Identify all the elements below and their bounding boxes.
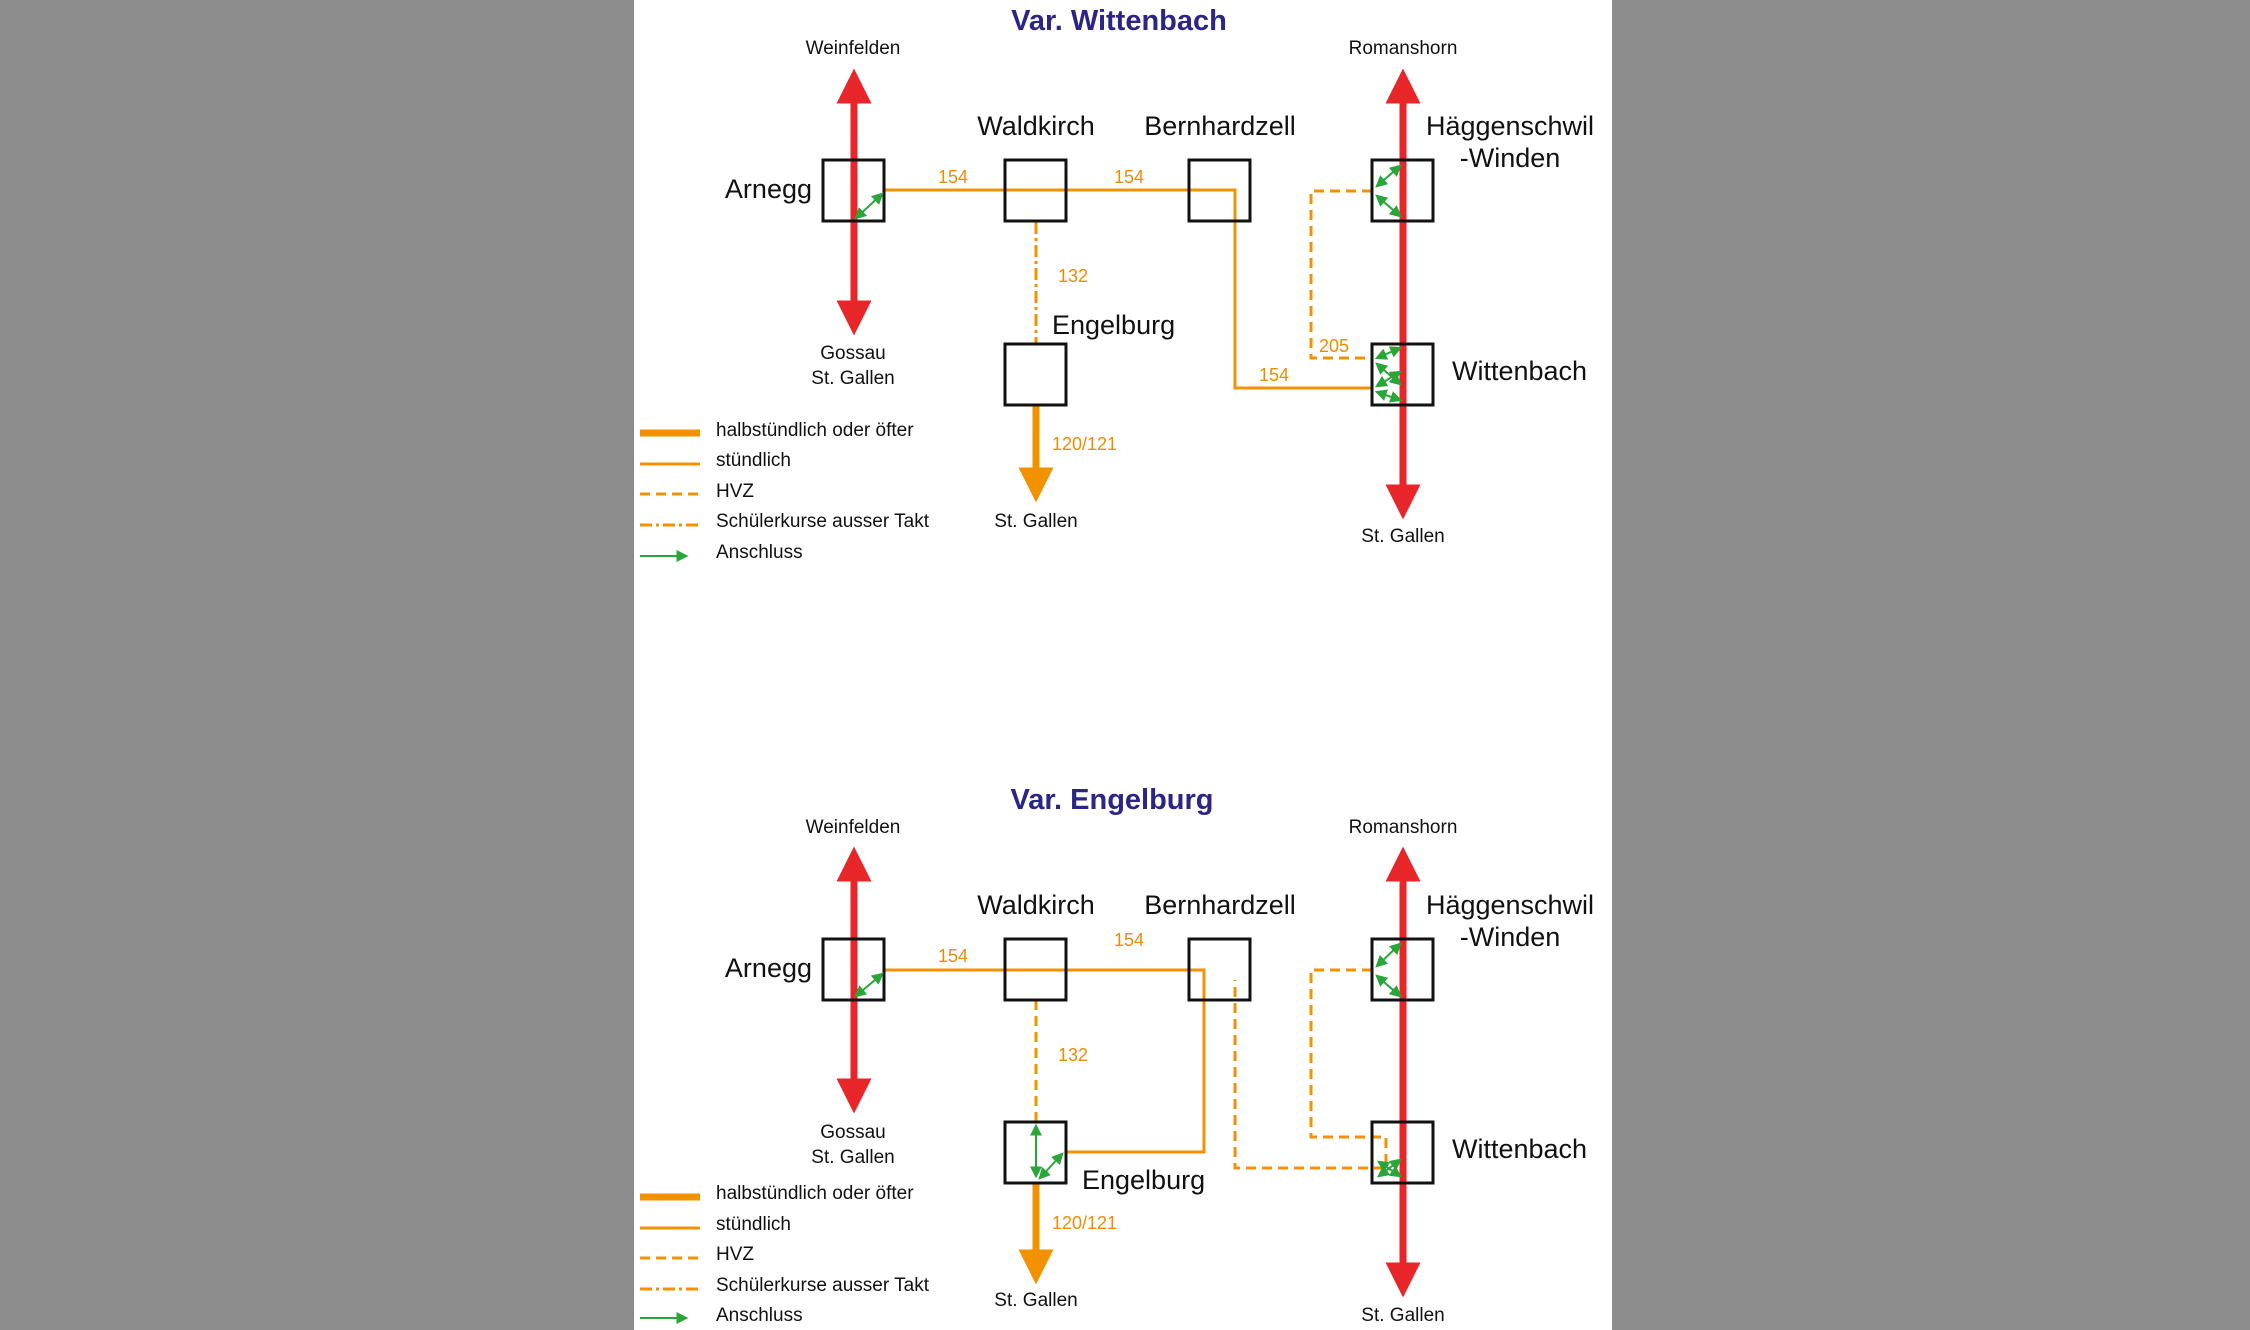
connection-arrow-arnegg [854,972,884,998]
dest-stgallen: St. Gallen [1361,526,1444,547]
dest-stgallen: St. Gallen [811,1147,894,1168]
station-box-haeggenschwil [1370,937,1435,1002]
station-box-bernhardzell [1187,937,1252,1002]
station-haeggenschwil-winden: -Winden [1460,922,1561,952]
bus-line-hvz [1233,968,1388,1170]
legend-hourly: stündlich [716,1214,791,1235]
legend-half-hourly: halbstündlich oder öfter [716,1183,914,1204]
connection-arrow-engelburg-2 [1038,1152,1064,1180]
line-label-120-121: 120/121 [1052,434,1117,454]
line-label-120-121: 120/121 [1052,1213,1117,1233]
legend-hvz: HVZ [716,481,754,502]
station-waldkirch: Waldkirch [977,111,1095,141]
line-label-205: 205 [1319,336,1349,356]
legend-connection: Anschluss [716,1305,803,1326]
connection-arrow-haeggenschwil-1 [1375,942,1402,968]
dest-gossau: Gossau [820,1122,885,1143]
station-box-waldkirch [1003,937,1068,1002]
variant-engelburg: Var. Engelburg Weinfelden Romanshorn Arn… [640,784,1594,1326]
connection-arrow-arnegg [854,192,884,220]
bus-line-154 [884,188,1372,390]
line-label-132: 132 [1058,266,1088,286]
legend: halbstündlich oder öfter stündlich HVZ S… [640,1183,930,1326]
network-diagram: Var. Wittenbach Weinfelden Romanshorn Ar… [640,5,1594,1326]
line-label-132: 132 [1058,1045,1088,1065]
station-box-wittenbach [1370,1120,1435,1185]
dest-stgallen: St. Gallen [994,1290,1077,1311]
dest-gossau: Gossau [820,343,885,364]
station-bernhardzell: Bernhardzell [1144,111,1296,141]
station-box-engelburg [1003,1120,1068,1185]
line-label-154: 154 [938,946,968,966]
station-waldkirch: Waldkirch [977,890,1095,920]
connection-arrow-haeggenschwil-1 [1375,164,1402,188]
legend-school: Schülerkurse ausser Takt [716,1275,930,1296]
bus-line-154 [884,968,1206,1154]
station-wittenbach: Wittenbach [1452,1134,1587,1164]
station-box-engelburg [1003,342,1068,407]
station-arnegg: Arnegg [725,953,812,983]
dest-stgallen: St. Gallen [811,368,894,389]
station-arnegg: Arnegg [725,174,812,204]
line-label-154: 154 [1114,167,1144,187]
station-box-wittenbach [1370,342,1435,407]
line-label-154: 154 [938,167,968,187]
station-box-arnegg [821,937,886,1002]
station-engelburg: Engelburg [1052,310,1175,340]
line-label-154: 154 [1114,930,1144,950]
variant-title: Var. Wittenbach [1011,5,1227,37]
variant-wittenbach: Var. Wittenbach Weinfelden Romanshorn Ar… [640,5,1594,563]
dest-stgallen: St. Gallen [994,511,1077,532]
connection-arrow-wittenbach-2 [1377,1158,1402,1178]
station-box-haeggenschwil [1370,158,1435,223]
station-box-waldkirch [1003,158,1068,223]
dest-weinfelden: Weinfelden [806,38,901,59]
dest-stgallen: St. Gallen [1361,1305,1444,1326]
connection-arrow-haeggenschwil-2 [1375,974,1402,998]
dest-romanshorn: Romanshorn [1349,38,1458,59]
legend: halbstündlich oder öfter stündlich HVZ S… [640,420,930,563]
station-haeggenschwil: Häggenschwil [1426,890,1594,920]
station-wittenbach: Wittenbach [1452,356,1587,386]
station-engelburg: Engelburg [1082,1165,1205,1195]
station-box-arnegg [821,158,886,223]
variant-title: Var. Engelburg [1010,784,1213,816]
dest-romanshorn: Romanshorn [1349,817,1458,838]
station-bernhardzell: Bernhardzell [1144,890,1296,920]
legend-connection: Anschluss [716,542,803,563]
station-haeggenschwil: Häggenschwil [1426,111,1594,141]
legend-hvz: HVZ [716,1244,754,1265]
legend-hourly: stündlich [716,450,791,471]
connection-arrow-haeggenschwil-2 [1375,194,1402,218]
bus-line-205 [1309,189,1372,360]
dest-weinfelden: Weinfelden [806,817,901,838]
legend-school: Schülerkurse ausser Takt [716,511,930,532]
connection-arrow-wittenbach-1 [1374,346,1403,360]
station-haeggenschwil-winden: -Winden [1460,143,1561,173]
map-page: Var. Wittenbach Weinfelden Romanshorn Ar… [634,0,1612,1330]
station-box-bernhardzell [1187,158,1252,223]
legend-half-hourly: halbstündlich oder öfter [716,420,914,441]
connection-arrow-wittenbach-3 [1374,370,1403,388]
line-label-154: 154 [1259,365,1289,385]
connection-arrow-wittenbach-4 [1374,389,1403,403]
